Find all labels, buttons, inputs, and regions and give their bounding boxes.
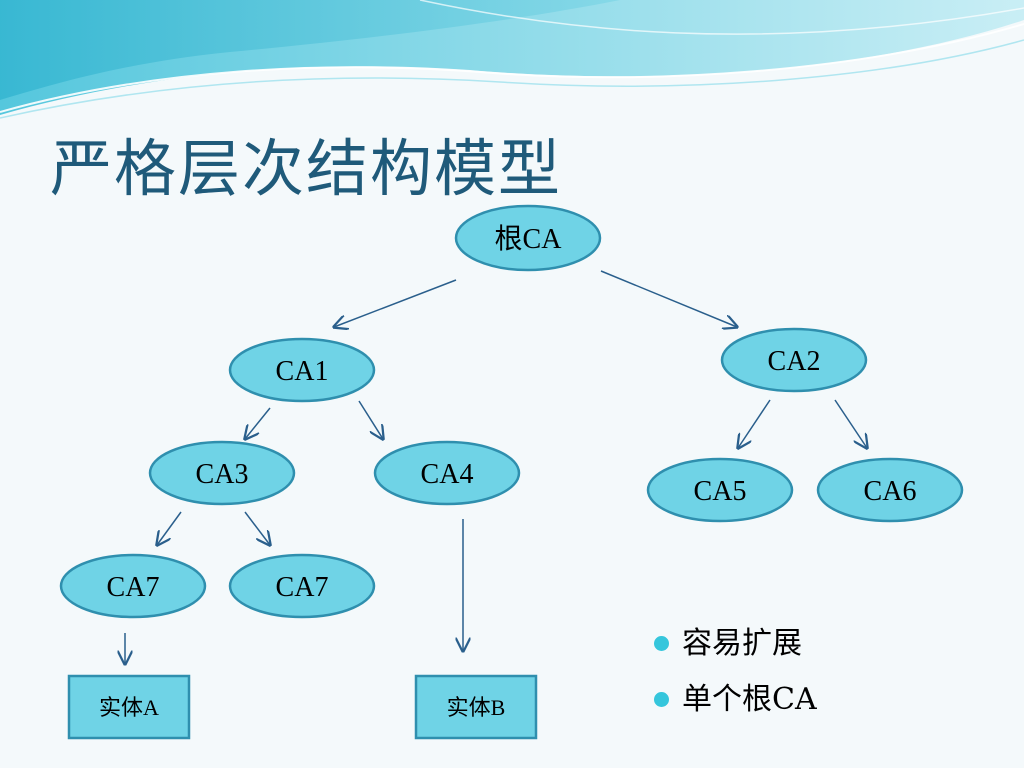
node-ca6-label: CA6 — [864, 476, 917, 507]
node-entity-b: 实体B — [414, 674, 538, 740]
edge-ca3-to-ca7a — [157, 511, 182, 545]
node-entity-a: 实体A — [67, 674, 191, 740]
node-ca7-right-label: CA7 — [276, 572, 329, 603]
node-ca5: CA5 — [646, 457, 794, 523]
node-ca4: CA4 — [373, 440, 521, 506]
node-ca2: CA2 — [720, 327, 868, 393]
bullet-text: 单个根CA — [682, 682, 817, 717]
bullet-item: 容易扩展 — [652, 616, 817, 672]
node-root-ca-label: 根CA — [495, 223, 563, 255]
bullet-item: 单个根CA — [652, 672, 817, 728]
node-ca1-label: CA1 — [276, 356, 329, 387]
node-root-ca: 根CA — [454, 204, 602, 272]
node-entity-a-label: 实体A — [99, 695, 159, 720]
edge-ca3-to-ca7b — [244, 511, 270, 545]
slide-title: 严格层次结构模型 — [50, 132, 563, 205]
node-ca3-label: CA3 — [196, 459, 249, 490]
node-ca1: CA1 — [228, 337, 376, 403]
node-ca2-label: CA2 — [768, 346, 821, 377]
bullet-dot-icon — [654, 692, 669, 707]
edge-root-to-ca2 — [600, 270, 737, 327]
node-ca5-label: CA5 — [694, 476, 747, 507]
edge-ca1-to-ca4 — [358, 400, 383, 439]
node-ca7-right: CA7 — [228, 553, 376, 619]
edge-ca1-to-ca3 — [245, 407, 271, 439]
edge-root-to-ca1 — [334, 279, 457, 327]
node-entity-b-label: 实体B — [447, 695, 506, 720]
header-wave-decoration — [0, 0, 1024, 119]
bullet-list: 容易扩展 单个根CA — [652, 616, 817, 728]
bullet-text: 容易扩展 — [682, 626, 802, 661]
node-ca6: CA6 — [816, 457, 964, 523]
node-ca7-left: CA7 — [59, 553, 207, 619]
edge-ca2-to-ca6 — [834, 399, 867, 448]
node-ca3: CA3 — [148, 440, 296, 506]
node-ca7-left-label: CA7 — [107, 572, 160, 603]
node-ca4-label: CA4 — [421, 459, 474, 490]
edge-ca2-to-ca5 — [738, 399, 771, 448]
bullet-dot-icon — [654, 636, 669, 651]
